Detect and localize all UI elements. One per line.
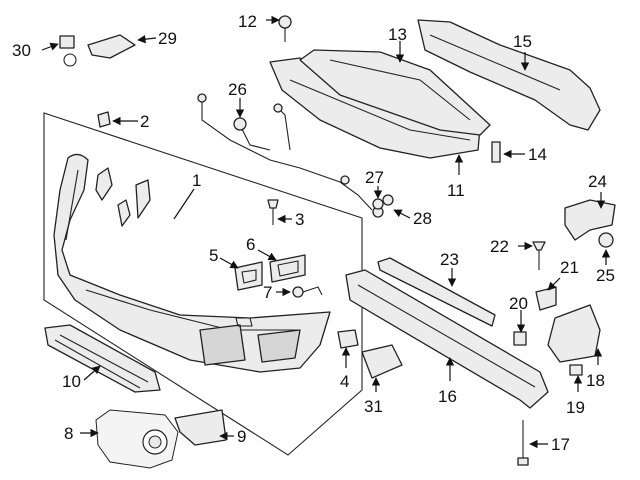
callout-15: 15 xyxy=(513,32,532,51)
bolt-14 xyxy=(491,141,501,163)
sensor-28 xyxy=(372,194,394,218)
callout-labels: 1 2 3 4 5 6 7 8 9 10 11 12 13 14 15 16 1… xyxy=(12,12,615,454)
callout-22: 22 xyxy=(490,237,509,256)
clip-4 xyxy=(337,329,359,349)
screw-3 xyxy=(267,199,279,225)
bracket-6 xyxy=(269,254,306,283)
callout-13: 13 xyxy=(388,25,407,44)
clip-27 xyxy=(372,198,384,210)
lower-grille-10 xyxy=(44,324,161,393)
bracket-24 xyxy=(564,199,616,241)
sensor-7 xyxy=(292,286,323,298)
callout-8: 8 xyxy=(64,424,73,443)
impact-bar-23 xyxy=(377,257,496,327)
fog-grille-8 xyxy=(95,409,179,469)
callout-10: 10 xyxy=(62,372,81,391)
callout-18: 18 xyxy=(586,371,605,390)
callout-21: 21 xyxy=(560,258,579,277)
callout-12: 12 xyxy=(238,12,257,31)
sensor-29 xyxy=(87,34,136,59)
bracket-5 xyxy=(234,261,263,291)
callout-31: 31 xyxy=(364,397,383,416)
nut-25 xyxy=(598,232,614,248)
wiring-harness-26 xyxy=(197,93,373,211)
callout-1: 1 xyxy=(192,171,201,190)
callout-16: 16 xyxy=(438,387,457,406)
callout-9: 9 xyxy=(237,427,246,446)
callout-14: 14 xyxy=(528,145,547,164)
callout-29: 29 xyxy=(158,29,177,48)
callout-7: 7 xyxy=(263,283,272,302)
callout-25: 25 xyxy=(596,266,615,285)
clip-2 xyxy=(97,111,111,128)
impact-bar-16 xyxy=(345,269,549,409)
callout-3: 3 xyxy=(295,210,304,229)
bumper-cover-panel xyxy=(43,112,363,456)
callout-27: 27 xyxy=(365,168,384,187)
callout-26: 26 xyxy=(228,80,247,99)
callout-19: 19 xyxy=(566,398,585,417)
bracket-9 xyxy=(174,409,227,446)
bumper-cover xyxy=(53,153,331,373)
callout-2: 2 xyxy=(140,112,149,131)
clip-12 xyxy=(278,15,292,42)
callout-24: 24 xyxy=(588,172,607,191)
reinforcement-15 xyxy=(417,19,601,131)
bolt-19 xyxy=(569,364,583,376)
callout-30: 30 xyxy=(12,41,31,60)
leader-lines xyxy=(41,15,611,449)
callout-20: 20 xyxy=(509,294,528,313)
bolt-20 xyxy=(513,331,527,346)
callout-28: 28 xyxy=(413,209,432,228)
callout-17: 17 xyxy=(551,435,570,454)
bolt-17 xyxy=(517,420,529,466)
connector-30 xyxy=(59,35,77,67)
bracket-21 xyxy=(535,286,557,311)
callout-23: 23 xyxy=(440,250,459,269)
callout-6: 6 xyxy=(246,235,255,254)
callout-4: 4 xyxy=(340,372,349,391)
module-31 xyxy=(361,344,403,379)
callout-11: 11 xyxy=(447,181,465,200)
callout-5: 5 xyxy=(209,246,218,265)
bracket-18 xyxy=(547,304,601,363)
bolt-22 xyxy=(532,241,546,270)
